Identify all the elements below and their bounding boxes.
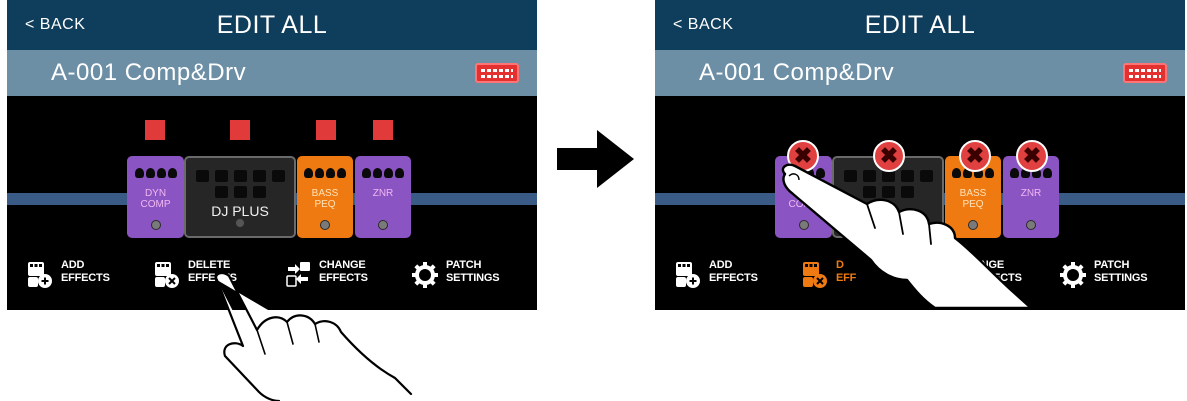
patch-bar: A-001 Comp&Drv [7,50,537,96]
toolbar-label: ADD [61,259,85,271]
pointing-hand-icon [215,271,413,401]
effect-label: DJ PLUS [211,203,269,219]
effect-label: ZNR [372,188,394,199]
toolbar-label: EFFECTS [319,272,368,284]
toolbar-label: EFF [836,272,857,284]
delete-effect-icon[interactable]: ✖ [959,140,991,172]
effect-select-marker[interactable] [230,120,250,140]
toolbar-label: SETTINGS [446,272,500,284]
effect-dj-plus[interactable]: DJ PLUS [184,156,296,238]
effect-led [968,220,978,230]
delete-effects-icon [155,262,179,288]
effect-led [1026,220,1036,230]
toolbar-label: SETTINGS [1094,272,1148,284]
toolbar-label: PATCH [1094,259,1130,271]
effect-led [378,220,388,230]
toolbar-label: CHANGE [319,259,366,271]
toolbar-label: ADD [709,259,733,271]
effect-label: DYN COMP [140,188,171,210]
header-bar: < BACK EDIT ALL [655,0,1185,50]
patch-bar: A-001 Comp&Drv [655,50,1185,96]
effect-led [320,220,330,230]
effect-znr[interactable]: ZNR [355,156,411,238]
toolbar-label: EFFECTS [61,272,110,284]
toolbar-label: PATCH [446,259,482,271]
effect-led [235,218,245,228]
toolbar-label: DELETE [188,259,231,271]
page-title: EDIT ALL [864,11,976,39]
pointing-hand-icon [781,163,1033,310]
effect-select-marker[interactable] [373,120,393,140]
header-bar: < BACK EDIT ALL [7,0,537,50]
delete-effects-icon [803,262,827,288]
touchscreen-before: < BACK EDIT ALL A-001 Comp&Drv DYN COMP … [7,0,537,310]
patch-name[interactable]: A-001 Comp&Drv [699,59,895,86]
effect-dyn-comp[interactable]: DYN COMP [127,156,184,238]
gear-icon [1060,262,1086,288]
delete-effect-icon[interactable]: ✖ [873,140,905,172]
delete-effect-icon[interactable]: ✖ [1016,140,1048,172]
back-button[interactable]: < BACK [673,16,734,33]
toolbar-label: D [836,259,844,271]
keyboard-icon[interactable] [1123,63,1167,83]
effect-bass-peq[interactable]: BASS PEQ [297,156,353,238]
effect-led [798,220,809,230]
gear-icon [412,262,438,288]
effect-led [150,220,161,230]
delete-effect-icon[interactable]: ✖ [787,140,819,172]
effect-label: BASS PEQ [311,188,339,210]
toolbar-label: EFFECTS [709,272,758,284]
effect-select-marker[interactable] [145,120,165,140]
effect-label: ZNR [1020,188,1042,199]
keyboard-icon[interactable] [475,63,519,83]
patch-name[interactable]: A-001 Comp&Drv [51,59,247,86]
back-button[interactable]: < BACK [25,16,86,33]
effect-label: BASS PEQ [959,188,987,210]
change-effects-icon [286,262,310,287]
add-effects-icon [676,262,700,288]
page-title: EDIT ALL [216,11,328,39]
add-effects-icon [28,262,52,288]
arrow-right-icon [557,130,634,188]
effect-select-marker[interactable] [316,120,336,140]
